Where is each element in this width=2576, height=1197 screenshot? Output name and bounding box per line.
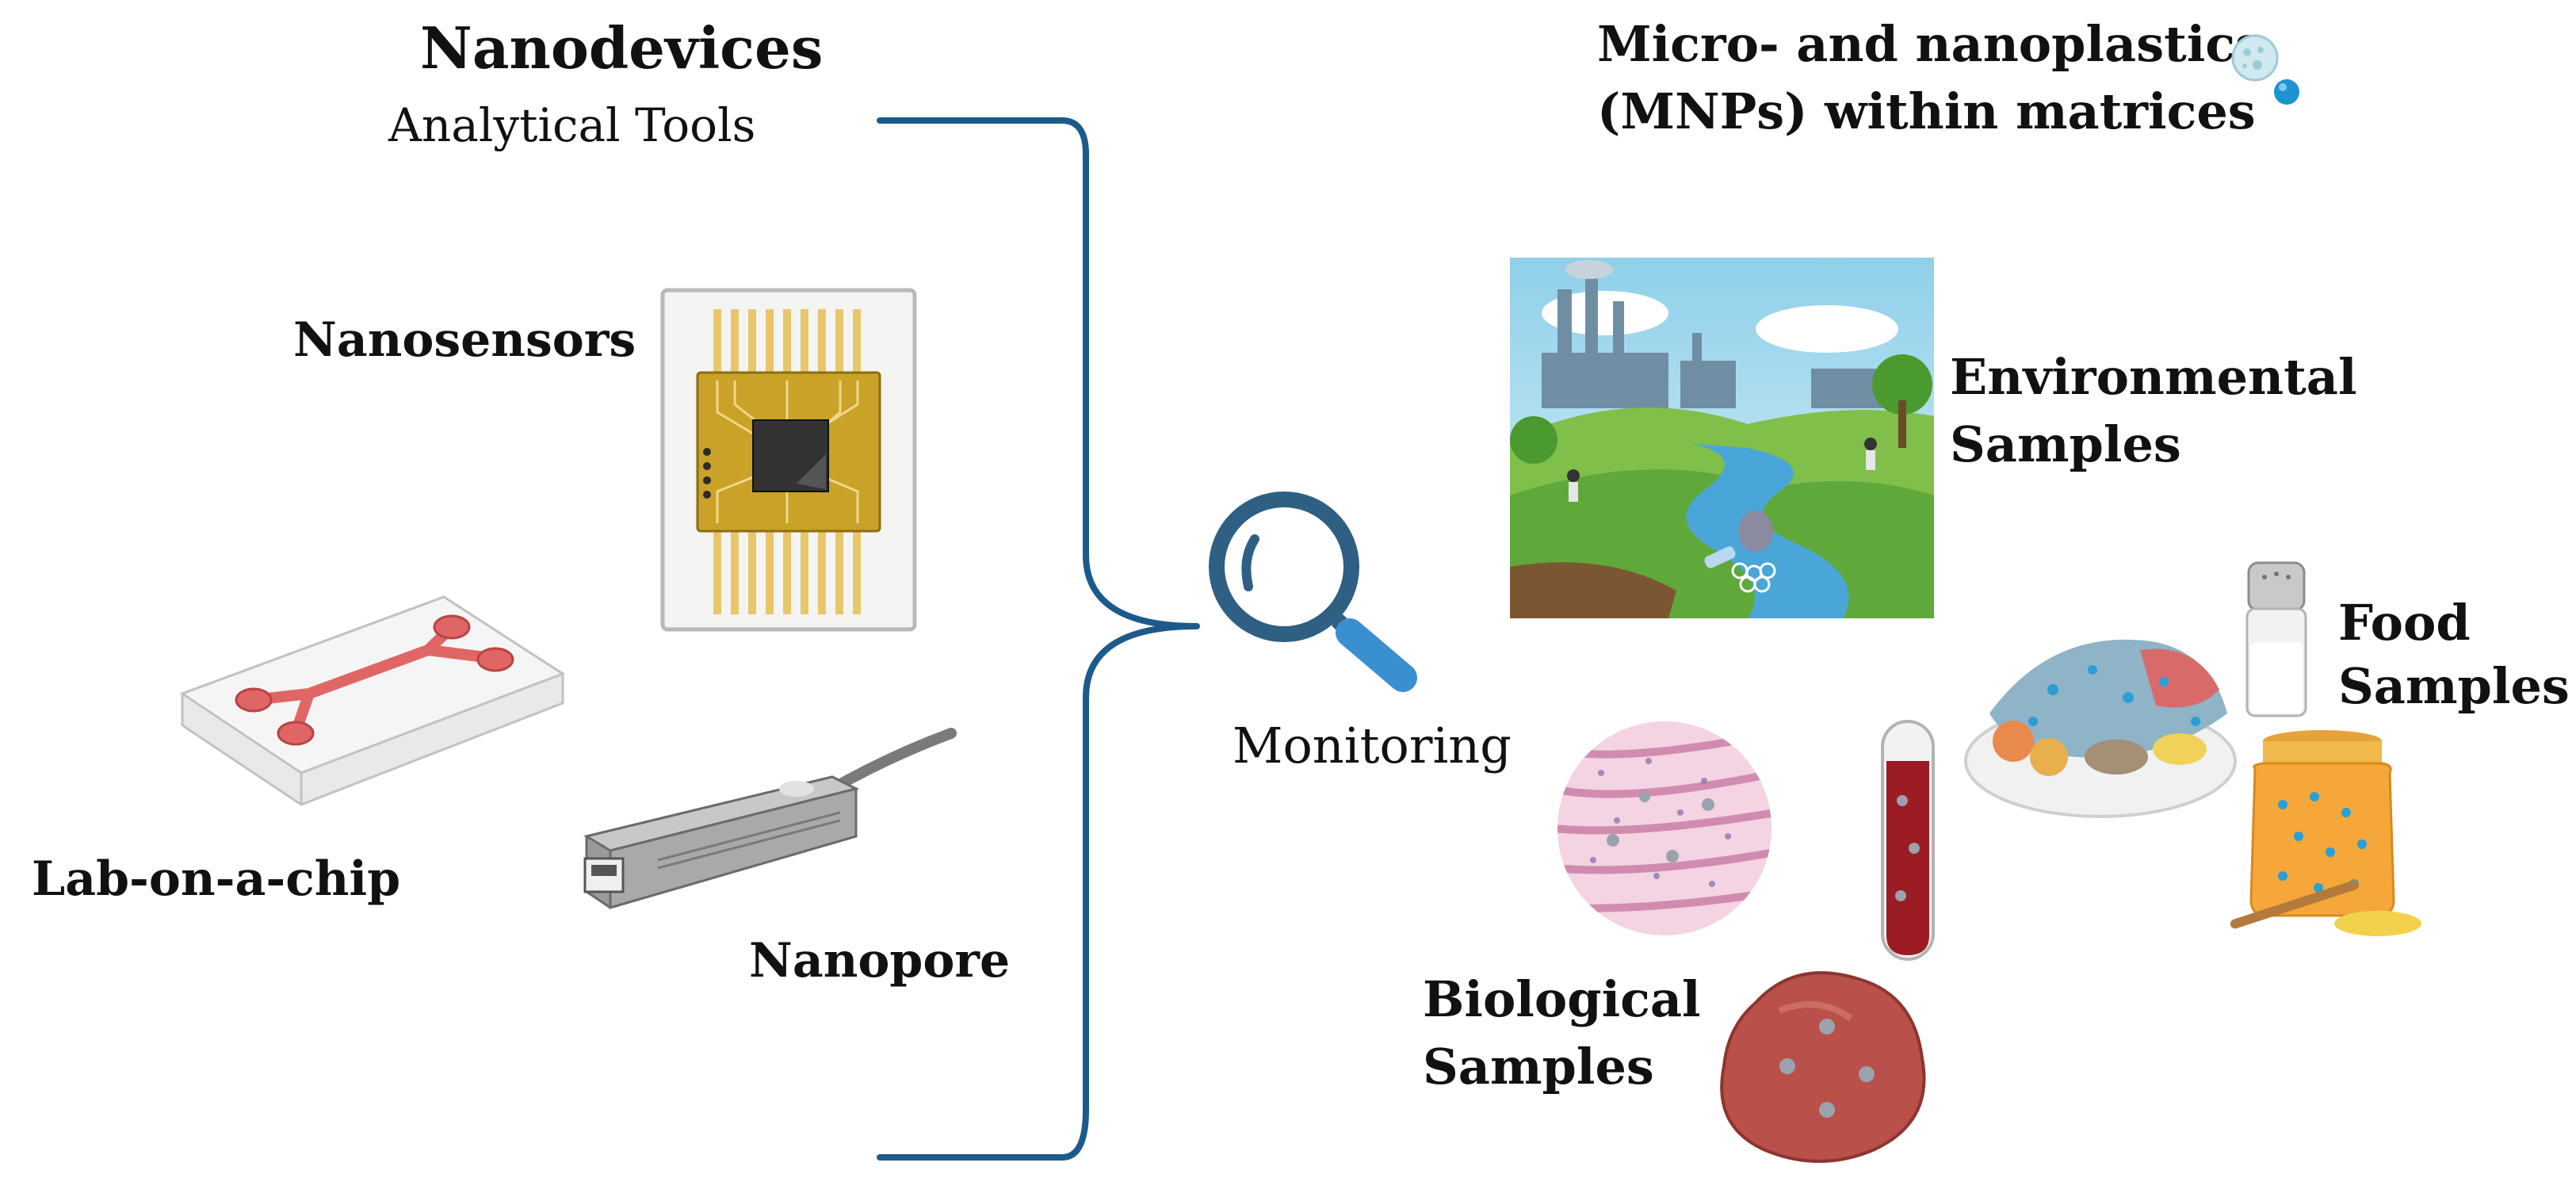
- environmental-samples-label-line2: Samples: [1950, 415, 2181, 473]
- food-samples-label-line1: Food: [2338, 594, 2471, 652]
- biological-samples-label-line1: Biological: [1423, 970, 1701, 1028]
- honey-jar-image: [2230, 730, 2421, 936]
- nanoplastic-particle-icon: [2274, 79, 2299, 105]
- nanodevices-title: Nanodevices: [420, 14, 824, 82]
- salt-shaker-image: [2245, 561, 2307, 717]
- seafood-plate-image: [1964, 639, 2237, 818]
- lab-on-a-chip-label: Lab-on-a-chip: [32, 851, 401, 907]
- lab-on-a-chip-image: [179, 595, 566, 806]
- environmental-samples-label-line1: Environmental: [1950, 348, 2357, 406]
- tissue-micrograph-image: [1557, 721, 1771, 935]
- food-samples-label-line2: Samples: [2338, 657, 2570, 715]
- bracket-connector: [877, 117, 1200, 1161]
- biological-tissue-image: [1720, 971, 1926, 1163]
- analytical-tools-subtitle: Analytical Tools: [388, 98, 756, 152]
- microplastic-particle-icon: [2231, 34, 2279, 82]
- biological-samples-label-line2: Samples: [1423, 1038, 1654, 1096]
- nanopore-device-image: [583, 728, 957, 909]
- environmental-sample-image: [1510, 258, 1934, 618]
- blood-tube-image: [1881, 720, 1935, 961]
- nanosensor-chip-image: [660, 288, 917, 632]
- magnifying-glass-icon: [1209, 491, 1417, 692]
- nanosensors-label: Nanosensors: [293, 312, 636, 368]
- nanopore-label: Nanopore: [749, 933, 1011, 989]
- monitoring-label: Monitoring: [1233, 717, 1512, 774]
- mnps-title-line1: Micro- and nanoplastics: [1597, 15, 2263, 73]
- mnps-title-line2: (MNPs) within matrices: [1597, 82, 2256, 140]
